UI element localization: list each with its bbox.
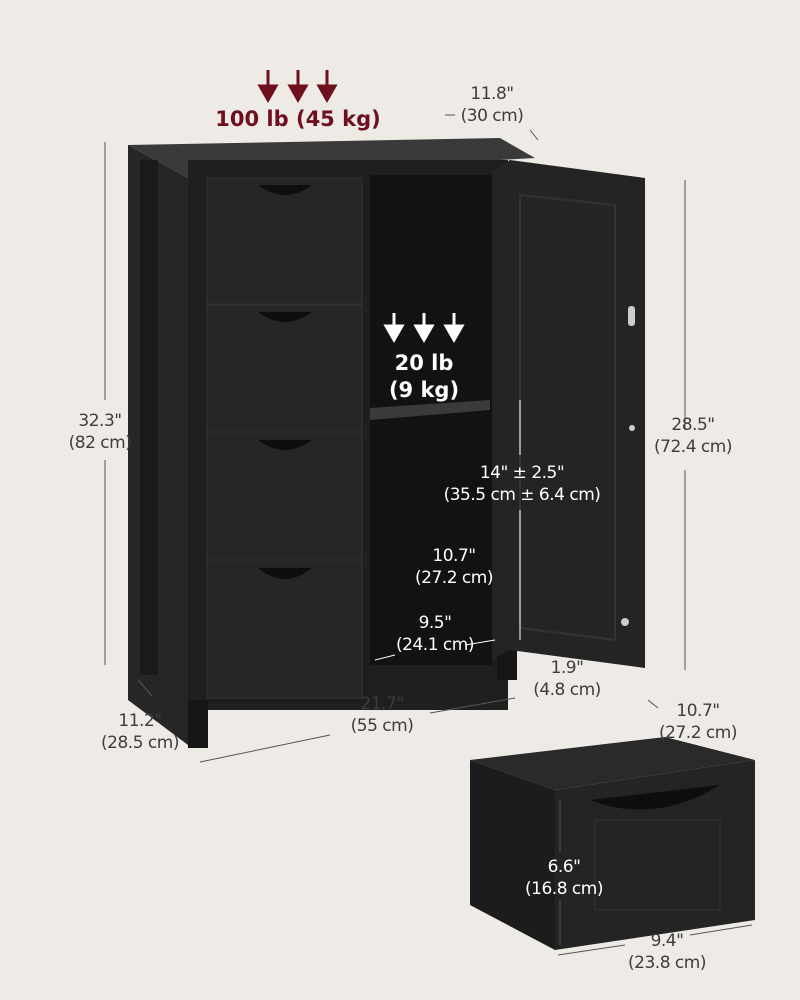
dim-drawer-height: 6.6"(16.8 cm) [525, 857, 603, 899]
dim-foot-height: 1.9"(4.8 cm) [533, 658, 601, 700]
shelf-load-arrows [383, 313, 465, 344]
top-load-label: 100 lb (45 kg) [215, 107, 381, 131]
shelf-load-lb: 20 lb [394, 351, 454, 375]
dimension-lines [104, 114, 753, 956]
top-load-arrows [257, 70, 338, 104]
dim-shelf-adjust: 14" ± 2.5"(35.5 cm ± 6.4 cm) [443, 463, 601, 505]
dim-compartment-width: 9.5"(24.1 cm) [396, 613, 474, 655]
drawers [206, 177, 363, 699]
dim-drawer-width: 9.4"(23.8 cm) [628, 931, 706, 973]
dim-total-width: 21.7"(55 cm) [350, 694, 414, 736]
dim-top-depth: 11.8"(30 cm) [460, 84, 524, 126]
shelf-load-kg: (9 kg) [388, 378, 460, 402]
dim-compartment-depth: 10.7"(27.2 cm) [415, 546, 493, 588]
dim-drawer-depth: 10.7"(27.2 cm) [659, 701, 737, 743]
dim-door-height: 28.5"(72.4 cm) [654, 415, 732, 457]
drawer-detail [470, 737, 755, 950]
dim-total-height: 32.3"(82 cm) [68, 411, 132, 453]
dim-total-depth: 11.2"(28.5 cm) [101, 711, 179, 753]
